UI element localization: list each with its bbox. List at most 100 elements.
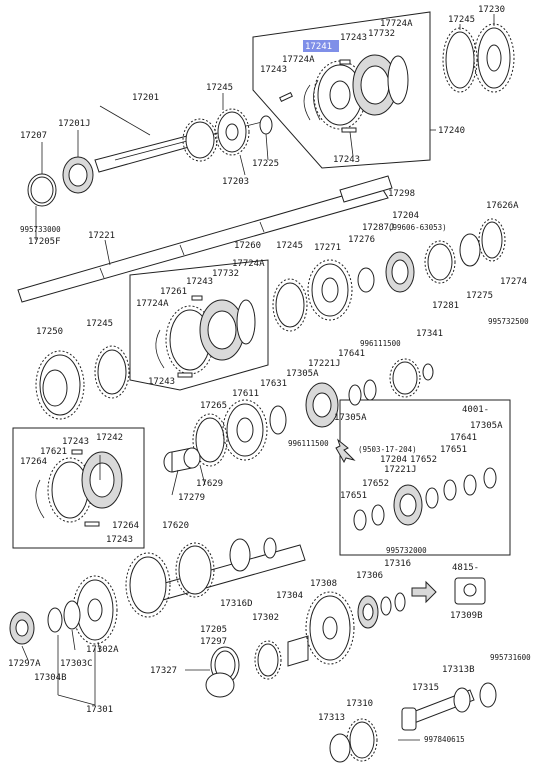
label-17611[interactable]: 17611 <box>232 389 259 399</box>
label-17243-e[interactable]: 17243 <box>62 437 89 447</box>
label-17281[interactable]: 17281 <box>432 301 459 311</box>
label-17225[interactable]: 17225 <box>252 159 279 169</box>
label-17304B[interactable]: 17304B <box>34 673 67 683</box>
label-17621[interactable]: 17621 <box>40 447 67 457</box>
label-17652-b[interactable]: 17652 <box>362 479 389 489</box>
label-17732-b[interactable]: 17732 <box>212 269 239 279</box>
label-17315[interactable]: 17315 <box>412 683 439 693</box>
label-17651-a[interactable]: 17651 <box>440 445 467 455</box>
label-17724A-c[interactable]: 17724A <box>136 299 169 309</box>
label-17245-b[interactable]: 17245 <box>276 241 303 251</box>
label-4001[interactable]: 4001- <box>462 405 489 415</box>
label-17203[interactable]: 17203 <box>222 177 249 187</box>
label-17243-bot[interactable]: 17243 <box>333 155 360 165</box>
label-17309B[interactable]: 17309B <box>450 611 483 621</box>
gear-17245-top <box>442 27 478 93</box>
label-17221J-a[interactable]: 17221J <box>308 359 341 369</box>
label-17243-d[interactable]: 17243 <box>148 377 175 387</box>
label-17260[interactable]: 17260 <box>234 241 261 251</box>
label-17313[interactable]: 17313 <box>318 713 345 723</box>
label-17221[interactable]: 17221 <box>88 231 115 241</box>
label-17250[interactable]: 17250 <box>36 327 63 337</box>
label-17245-c[interactable]: 17245 <box>86 319 113 329</box>
label-17271[interactable]: 17271 <box>314 243 341 253</box>
label-17724A-top[interactable]: 17724A <box>380 19 413 29</box>
label-17629[interactable]: 17629 <box>196 479 223 489</box>
label-17620[interactable]: 17620 <box>162 521 189 531</box>
label-17316[interactable]: 17316 <box>384 559 411 569</box>
label-17302[interactable]: 17302 <box>252 613 279 623</box>
label-17626A[interactable]: 17626A <box>486 201 519 211</box>
label-17204-b[interactable]: 17204 <box>380 455 407 465</box>
label-17313B[interactable]: 17313B <box>442 665 475 675</box>
gear-17275 <box>459 233 481 267</box>
gear-17245-a <box>182 118 218 162</box>
label-995733000[interactable]: 995733000 <box>20 225 61 234</box>
label-997840615[interactable]: 997840615 <box>424 735 465 744</box>
label-17276[interactable]: 17276 <box>348 235 375 245</box>
label-17241[interactable]: 17241 <box>305 42 332 52</box>
label-17305A-a[interactable]: 17305A <box>286 369 319 379</box>
label-996111500-a[interactable]: 996111500 <box>360 339 401 348</box>
label-17245-a[interactable]: 17245 <box>206 83 233 93</box>
label-17245-top[interactable]: 17245 <box>448 15 475 25</box>
label-996111500-b[interactable]: 996111500 <box>288 439 329 448</box>
label-995732000[interactable]: 995732000 <box>386 546 427 555</box>
label-17316D[interactable]: 17316D <box>220 599 253 609</box>
label-17243-left[interactable]: 17243 <box>260 65 287 75</box>
label-995731600[interactable]: 995731600 <box>490 653 531 662</box>
label-4815[interactable]: 4815- <box>452 563 479 573</box>
label-17243-c[interactable]: 17243 <box>186 277 213 287</box>
label-17264-a[interactable]: 17264 <box>20 457 47 467</box>
label-17652-a[interactable]: 17652 <box>410 455 437 465</box>
leader-lines <box>21 14 495 741</box>
label-17261[interactable]: 17261 <box>160 287 187 297</box>
gear-17341 <box>389 358 434 398</box>
label-17201[interactable]: 17201 <box>132 93 159 103</box>
label-17243-top[interactable]: 17243 <box>340 33 367 43</box>
label-17341[interactable]: 17341 <box>416 329 443 339</box>
label-17310[interactable]: 17310 <box>346 699 373 709</box>
label-17205F[interactable]: 17205F <box>28 237 61 247</box>
label-17724A-mid[interactable]: 17724A <box>282 55 315 65</box>
label-17201J[interactable]: 17201J <box>58 119 91 129</box>
label-17242[interactable]: 17242 <box>96 433 123 443</box>
label-17641-b[interactable]: 17641 <box>450 433 477 443</box>
label-17305A-b[interactable]: 17305A <box>334 413 367 423</box>
label-17297-a[interactable]: 17297 <box>200 637 227 647</box>
label-17327[interactable]: 17327 <box>150 666 177 676</box>
label-17298[interactable]: 17298 <box>388 189 415 199</box>
label-99606[interactable]: (99606-63053) <box>388 223 447 232</box>
label-17240[interactable]: 17240 <box>438 126 465 136</box>
label-17724A-b[interactable]: 17724A <box>232 259 265 269</box>
label-17207[interactable]: 17207 <box>20 131 47 141</box>
label-17264-b[interactable]: 17264 <box>112 521 139 531</box>
label-17303C[interactable]: 17303C <box>60 659 93 669</box>
label-17732-top[interactable]: 17732 <box>368 29 395 39</box>
label-995732500[interactable]: 995732500 <box>488 317 529 326</box>
label-17205[interactable]: 17205 <box>200 625 227 635</box>
label-9503[interactable]: (9503-17-204) <box>358 445 417 454</box>
label-17308[interactable]: 17308 <box>310 579 337 589</box>
label-17274[interactable]: 17274 <box>500 277 527 287</box>
label-17304[interactable]: 17304 <box>276 591 303 601</box>
label-17297A[interactable]: 17297A <box>8 659 41 669</box>
label-17651-b[interactable]: 17651 <box>340 491 367 501</box>
label-17306[interactable]: 17306 <box>356 571 383 581</box>
bearing-17287J <box>385 251 415 293</box>
label-17265[interactable]: 17265 <box>200 401 227 411</box>
label-17302A[interactable]: 17302A <box>86 645 119 655</box>
label-17631[interactable]: 17631 <box>260 379 287 389</box>
label-17230[interactable]: 17230 <box>478 5 505 15</box>
label-17287J[interactable]: 17287J <box>362 223 395 233</box>
gear-17271 <box>307 259 353 321</box>
label-17301[interactable]: 17301 <box>86 705 113 715</box>
label-17275[interactable]: 17275 <box>466 291 493 301</box>
label-17641-a[interactable]: 17641 <box>338 349 365 359</box>
label-17243-f[interactable]: 17243 <box>106 535 133 545</box>
label-17305A-c[interactable]: 17305A <box>470 421 503 431</box>
label-17204[interactable]: 17204 <box>392 211 419 221</box>
label-17279[interactable]: 17279 <box>178 493 205 503</box>
label-17221J-b[interactable]: 17221J <box>384 465 417 475</box>
